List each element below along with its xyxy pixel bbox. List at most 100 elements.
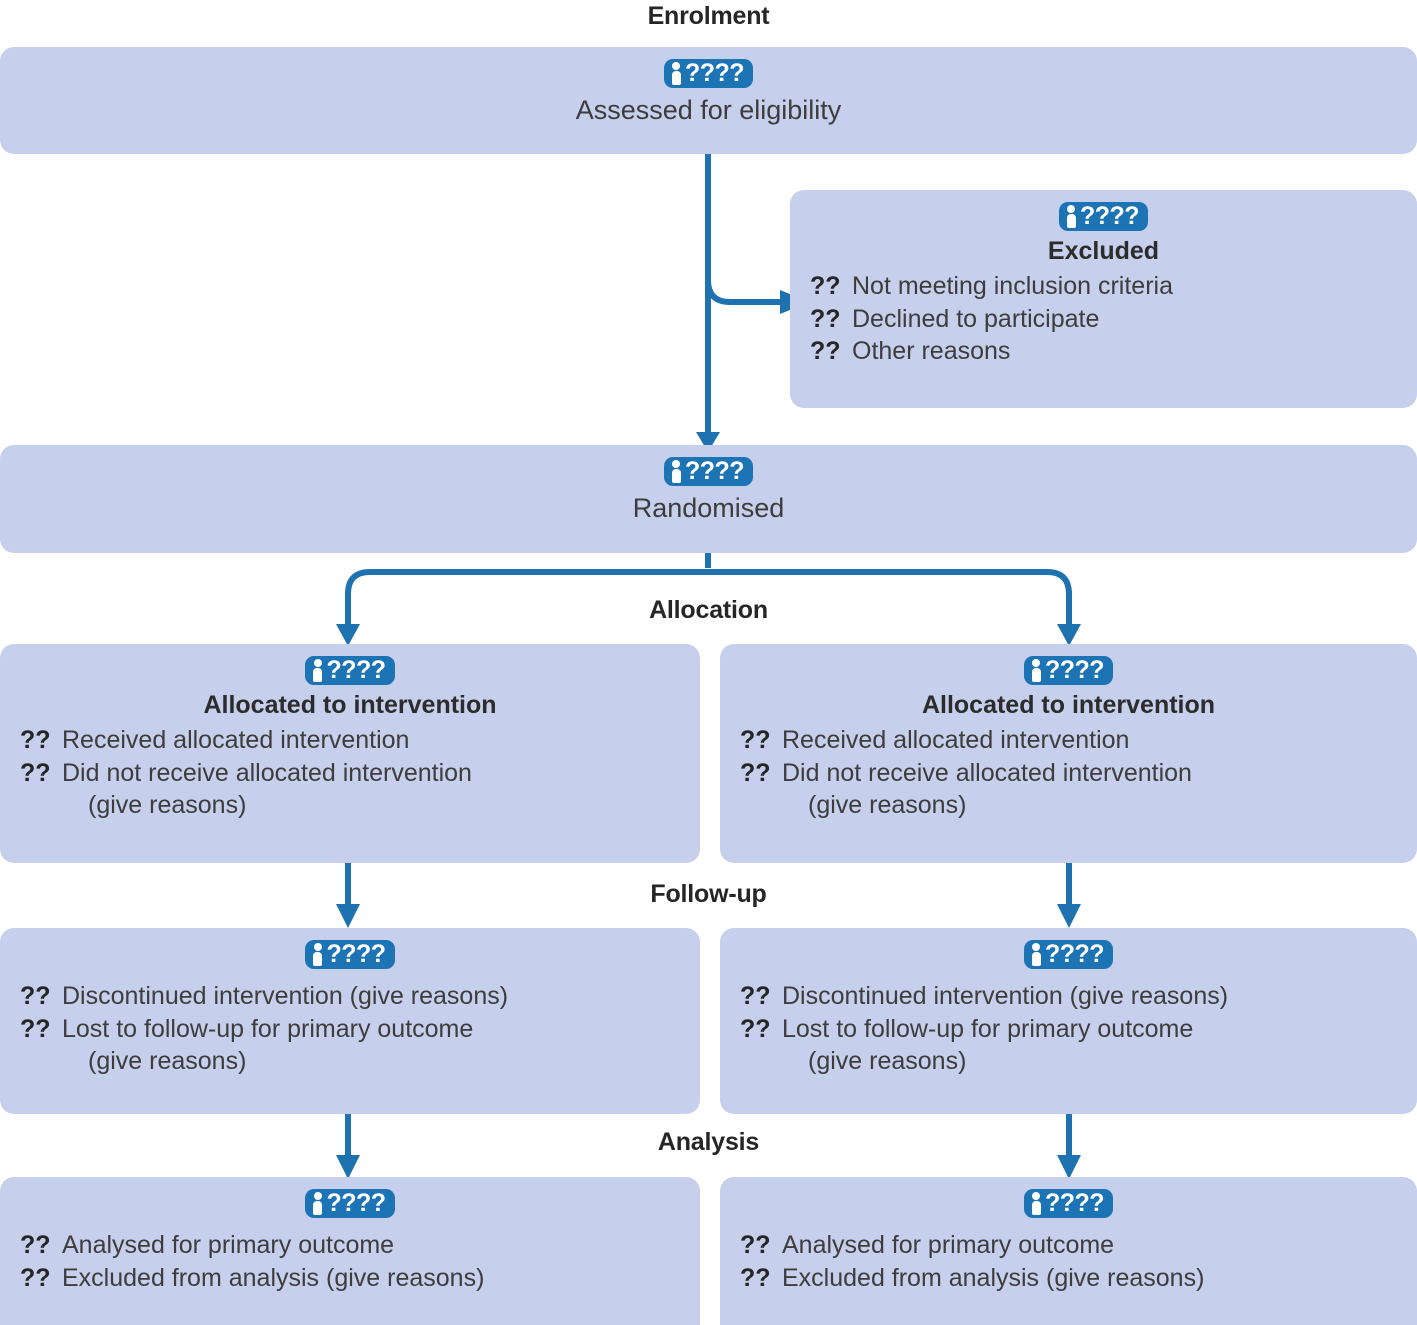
item-text: Did not receive allocated intervention bbox=[782, 758, 1192, 787]
item-marker: ?? bbox=[740, 726, 771, 754]
count-value: ???? bbox=[684, 457, 745, 485]
item-marker: ?? bbox=[810, 304, 841, 333]
badge-analysis-left: ???? bbox=[0, 1177, 700, 1218]
item-marker: ?? bbox=[20, 758, 51, 787]
allocation-right-title: Allocated to intervention bbox=[921, 691, 1216, 719]
excluded-list: ?? Not meeting inclusion criteria ??Decli… bbox=[790, 270, 1417, 368]
item-text: Excluded from analysis (give reasons) bbox=[62, 1263, 485, 1292]
badge-excluded: ???? bbox=[790, 190, 1417, 231]
item-text: Discontinued intervention (give reasons) bbox=[62, 982, 509, 1010]
item-continuation: (give reasons) bbox=[808, 1047, 967, 1075]
followup-left-list: ?? Discontinued intervention (give reason… bbox=[0, 980, 700, 1078]
list-item: ?? Not meeting inclusion criteria bbox=[810, 270, 1409, 303]
count-value: ???? bbox=[326, 656, 386, 684]
list-item: ?? Received allocated intervention bbox=[740, 724, 1409, 757]
item-marker: ?? bbox=[740, 1231, 771, 1259]
analysis-right-list: ?? Analysed for primary outcome ?? Exclude… bbox=[720, 1229, 1417, 1294]
item-text: Discontinued intervention (give reasons) bbox=[782, 982, 1229, 1010]
item-text: Received allocated intervention bbox=[62, 726, 410, 754]
person-icon bbox=[671, 62, 682, 85]
item-text: Excluded from analysis (give reasons) bbox=[782, 1263, 1205, 1292]
item-text: Not meeting inclusion criteria bbox=[852, 272, 1173, 300]
connector-followup-arrows bbox=[0, 860, 1417, 928]
badge-followup-left: ???? bbox=[0, 928, 700, 969]
list-item: ?? Received allocated intervention bbox=[20, 724, 692, 757]
box-randomised: ???? Randomised bbox=[0, 445, 1417, 553]
item-text: Did not receive allocated intervention bbox=[62, 758, 472, 787]
item-marker: ?? bbox=[740, 982, 771, 1010]
allocation-left-title: Allocated to intervention bbox=[203, 691, 497, 719]
item-text: Lost to follow-up for primary outcome bbox=[782, 1014, 1194, 1043]
excluded-title: Excluded bbox=[1047, 237, 1160, 265]
box-analysis-right: ???? ?? Analysed for primary outcome ?? Ex… bbox=[720, 1177, 1417, 1325]
count-value: ???? bbox=[1044, 940, 1105, 968]
item-marker: ?? bbox=[20, 726, 51, 754]
item-marker: ?? bbox=[740, 758, 771, 787]
count-badge: ???? bbox=[1023, 940, 1114, 969]
followup-right-list: ?? Discontinued intervention (give reason… bbox=[720, 980, 1417, 1078]
box-assessed-for-eligibility: ???? Assessed for eligibility bbox=[0, 47, 1417, 154]
list-item: ??Lost to follow-up for primary outcome … bbox=[740, 1013, 1409, 1078]
list-item: ?? Excluded from analysis (give reasons) bbox=[20, 1262, 692, 1295]
count-value: ???? bbox=[1044, 1189, 1105, 1217]
item-continuation: (give reasons) bbox=[88, 1047, 247, 1075]
box-analysis-left: ???? ?? Analysed for primary outcome ?? Ex… bbox=[0, 1177, 700, 1325]
box-allocation-left: ???? Allocated to intervention ?? Receive… bbox=[0, 644, 700, 863]
item-marker: ?? bbox=[20, 982, 51, 1010]
count-value: ???? bbox=[1079, 202, 1140, 230]
item-text: Analysed for primary outcome bbox=[62, 1231, 395, 1259]
item-marker: ?? bbox=[810, 337, 841, 365]
count-value: ???? bbox=[1044, 656, 1105, 684]
item-text: Lost to follow-up for primary outcome bbox=[62, 1014, 474, 1043]
count-badge: ???? bbox=[1058, 202, 1149, 231]
count-value: ???? bbox=[326, 1189, 386, 1217]
badge-randomised: ???? bbox=[0, 445, 1417, 486]
badge-analysis-right: ???? bbox=[720, 1177, 1417, 1218]
count-badge: ???? bbox=[1023, 1189, 1114, 1218]
section-heading-followup: Follow-up bbox=[650, 880, 767, 908]
assessed-caption: Assessed for eligibility bbox=[575, 95, 842, 125]
person-icon bbox=[312, 943, 323, 966]
item-continuation: (give reasons) bbox=[808, 791, 967, 819]
section-heading-enrolment: Enrolment bbox=[647, 2, 770, 30]
box-excluded: ???? Excluded ?? Not meeting inclusion cr… bbox=[790, 190, 1417, 408]
list-item: ?? Excluded from analysis (give reasons) bbox=[740, 1262, 1409, 1295]
count-badge: ???? bbox=[1023, 656, 1114, 685]
count-badge: ???? bbox=[663, 457, 754, 486]
count-badge: ???? bbox=[305, 1189, 395, 1218]
badge-allocation-left: ???? bbox=[0, 644, 700, 685]
item-marker: ?? bbox=[740, 1014, 771, 1043]
item-text: Received allocated intervention bbox=[782, 726, 1130, 754]
box-allocation-right: ???? Allocated to intervention ?? Receive… bbox=[720, 644, 1417, 863]
item-continuation: (give reasons) bbox=[88, 791, 247, 819]
list-item: ??Declined to participate bbox=[810, 303, 1409, 336]
list-item: ?? Discontinued intervention (give reason… bbox=[20, 980, 692, 1013]
person-icon bbox=[312, 1192, 323, 1215]
count-value: ???? bbox=[684, 59, 745, 87]
section-heading-analysis: Analysis bbox=[657, 1128, 760, 1156]
list-item: ?? Did not receive allocated intervention… bbox=[740, 757, 1409, 822]
person-icon bbox=[671, 460, 682, 483]
item-marker: ?? bbox=[20, 1263, 51, 1292]
list-item: ?? Analysed for primary outcome bbox=[740, 1229, 1409, 1262]
section-heading-allocation: Allocation bbox=[649, 596, 768, 624]
box-followup-right: ???? ?? Discontinued intervention (give r… bbox=[720, 928, 1417, 1114]
person-icon bbox=[1031, 1192, 1042, 1215]
allocation-left-list: ?? Received allocated intervention ?? Did … bbox=[0, 724, 700, 822]
box-followup-left: ???? ?? Discontinued intervention (give r… bbox=[0, 928, 700, 1114]
count-badge: ???? bbox=[663, 59, 754, 88]
person-icon bbox=[312, 659, 323, 682]
count-badge: ???? bbox=[305, 656, 395, 685]
item-marker: ?? bbox=[740, 1263, 771, 1292]
person-icon bbox=[1066, 205, 1077, 228]
item-text: Other reasons bbox=[852, 337, 1011, 365]
allocation-right-list: ?? Received allocated intervention ?? Did … bbox=[720, 724, 1417, 822]
list-item: ??Lost to follow-up for primary outcome … bbox=[20, 1013, 692, 1078]
list-item: ?? Other reasons bbox=[810, 335, 1409, 368]
item-text: Analysed for primary outcome bbox=[782, 1231, 1115, 1259]
list-item: ?? Discontinued intervention (give reason… bbox=[740, 980, 1409, 1013]
person-icon bbox=[1031, 943, 1042, 966]
connector-allocation-split bbox=[0, 550, 1417, 646]
item-marker: ?? bbox=[810, 272, 841, 300]
badge-followup-right: ???? bbox=[720, 928, 1417, 969]
